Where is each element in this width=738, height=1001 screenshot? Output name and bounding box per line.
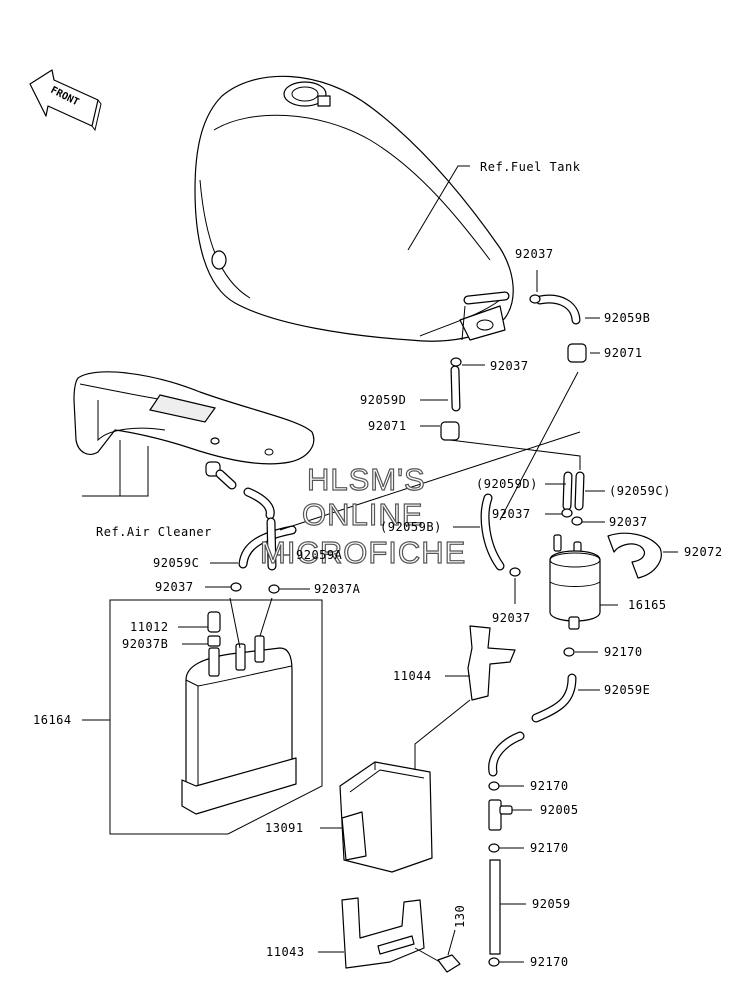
callout-16165[interactable]: 16165 (628, 598, 667, 612)
callout-11012[interactable]: 11012 (130, 620, 169, 634)
callout-92037[interactable]: 92037 (490, 359, 529, 373)
callout-92037[interactable]: 92037 (515, 247, 554, 261)
callout-92037[interactable]: 92037 (155, 580, 194, 594)
callout-92059B[interactable]: 92059B (604, 311, 650, 325)
callout-92059D-ref[interactable]: (92059D) (476, 477, 538, 491)
callout-92059C[interactable]: 92059C (153, 556, 199, 570)
callout-92037B[interactable]: 92037B (122, 637, 168, 651)
callout-92059C-ref[interactable]: (92059C) (609, 484, 671, 498)
callout-92072[interactable]: 92072 (684, 545, 723, 559)
callout-92059D[interactable]: 92059D (360, 393, 406, 407)
callout-11044[interactable]: 11044 (393, 669, 432, 683)
watermark-line-2: ONLINE (302, 497, 423, 532)
fuel-filter (549, 534, 601, 630)
fuel-tank (194, 75, 514, 342)
callout-92071[interactable]: 92071 (368, 419, 407, 433)
upper-hoses (238, 294, 587, 571)
callout-92059B-ref[interactable]: (92059B) (380, 520, 442, 534)
filter-band (607, 532, 662, 579)
callout-92059[interactable]: 92059 (532, 897, 571, 911)
clamps (230, 294, 583, 967)
callout-92005[interactable]: 92005 (540, 803, 579, 817)
callout-92059A[interactable]: 92059A (296, 548, 343, 562)
canister-group (82, 440, 323, 835)
callout-11043[interactable]: 11043 (266, 945, 305, 959)
callout-92037[interactable]: 92037 (492, 611, 531, 625)
leader-lines (82, 165, 678, 963)
ref-air-cleaner-label: Ref.Air Cleaner (96, 525, 212, 539)
air-cleaner (73, 371, 315, 490)
callout-92059E[interactable]: 92059E (604, 683, 650, 697)
watermark-line-3: MICROFICHE (260, 535, 466, 570)
callout-92170[interactable]: 92170 (604, 645, 643, 659)
watermark: HLSM'S ONLINE MICROFICHE (259, 461, 466, 570)
callout-92037A[interactable]: 92037A (314, 582, 361, 596)
callout-92037[interactable]: 92037 (609, 515, 648, 529)
bracket-11043 (341, 897, 461, 973)
watermark-line-1: HLSM'S (307, 462, 426, 497)
lower-hoses (488, 673, 577, 955)
canister-holder (339, 699, 471, 873)
ref-fuel-tank-label: Ref.Fuel Tank (480, 160, 581, 174)
front-arrow-icon: FRONT (29, 69, 102, 132)
callout-16164[interactable]: 16164 (33, 713, 72, 727)
callout-130[interactable]: 130 (453, 905, 467, 928)
callout-92170[interactable]: 92170 (530, 779, 569, 793)
callout-13091[interactable]: 13091 (265, 821, 304, 835)
callout-92071[interactable]: 92071 (604, 346, 643, 360)
callout-92037[interactable]: 92037 (492, 507, 531, 521)
callout-92170[interactable]: 92170 (530, 841, 569, 855)
bracket-11044 (467, 625, 516, 701)
callout-92170[interactable]: 92170 (530, 955, 569, 969)
